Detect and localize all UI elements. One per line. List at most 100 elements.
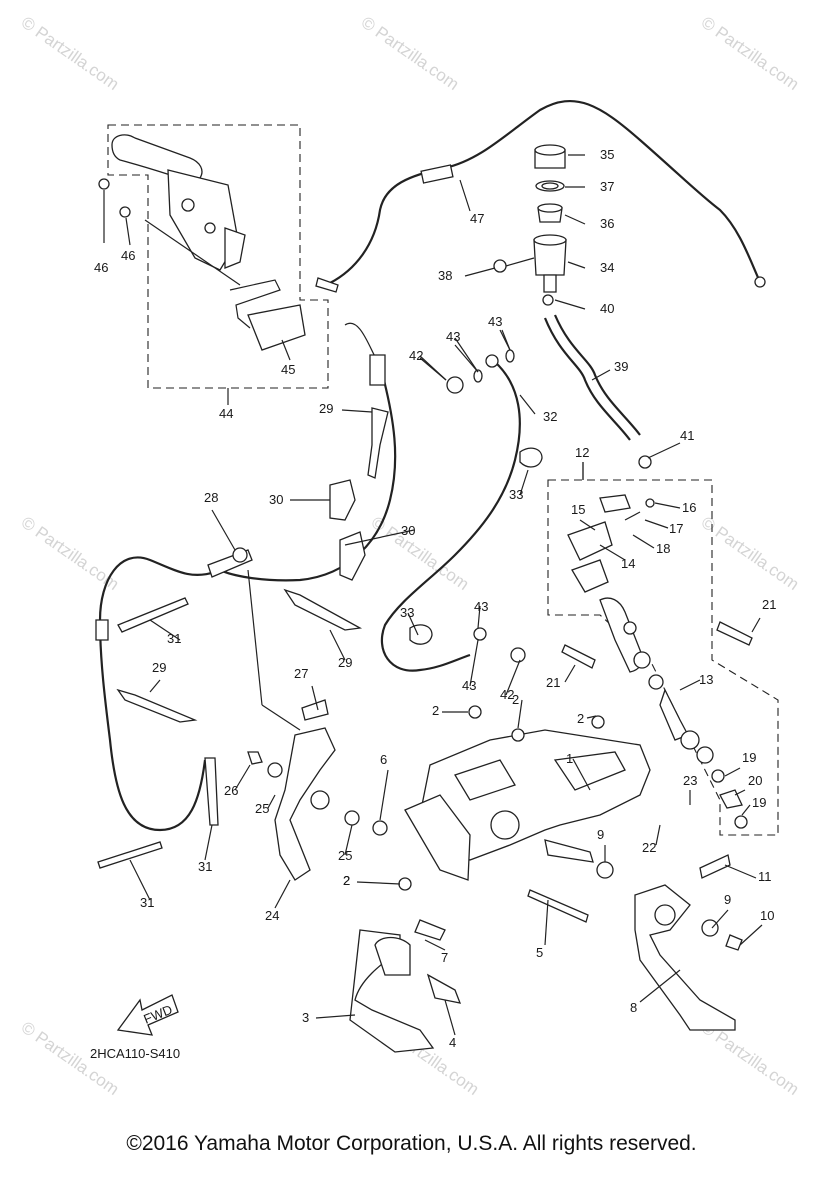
callout-14: 14	[621, 556, 635, 571]
brake-hose-32	[380, 349, 543, 672]
leader-line	[724, 767, 741, 777]
parking-brake-lever	[98, 134, 306, 351]
leader-line	[505, 659, 521, 696]
assembly-44-frame	[107, 124, 329, 405]
callout-2: 2	[512, 692, 519, 707]
callout-9: 9	[724, 892, 731, 907]
leader-line	[379, 769, 389, 821]
cable-clamp-30	[329, 479, 366, 581]
callout-15: 15	[571, 502, 585, 517]
callout-21: 21	[762, 597, 776, 612]
reservoir-hose-39	[543, 314, 652, 469]
callout-43: 43	[462, 678, 476, 693]
callout-2: 2	[577, 711, 584, 726]
leader-line	[654, 502, 681, 509]
leader-line	[739, 924, 763, 946]
leader-line	[572, 758, 591, 791]
leader-line	[329, 629, 346, 661]
callout-47: 47	[470, 211, 484, 226]
callout-42: 42	[409, 348, 423, 363]
leader-line	[469, 639, 479, 687]
callout-22: 22	[642, 840, 656, 855]
leader-line	[586, 715, 597, 719]
callout-37: 37	[600, 179, 614, 194]
callout-30: 30	[401, 523, 415, 538]
brake-pedal-3	[349, 919, 462, 1053]
leader-line	[267, 794, 276, 809]
callout-39: 39	[614, 359, 628, 374]
callout-43: 43	[474, 599, 488, 614]
leader-line	[519, 394, 536, 415]
callout-36: 36	[600, 216, 614, 231]
callout-42: 42	[500, 687, 514, 702]
leader-line	[477, 605, 481, 629]
callout-19: 19	[742, 750, 756, 765]
callout-28: 28	[204, 490, 218, 505]
callout-29: 29	[152, 660, 166, 675]
callout-19: 19	[752, 795, 766, 810]
leader-line	[356, 881, 401, 885]
leader-line	[149, 679, 161, 693]
callout-43: 43	[488, 314, 502, 329]
leader-line	[632, 534, 655, 549]
copyright-notice: ©2016 Yamaha Motor Corporation, U.S.A. A…	[126, 1132, 697, 1155]
callout-2: 2	[432, 703, 439, 718]
callout-31: 31	[167, 631, 181, 646]
cable-ties	[97, 407, 389, 869]
leader-line	[517, 699, 523, 729]
leader-line	[444, 999, 456, 1036]
leader-line	[234, 764, 251, 791]
leader-line	[751, 617, 761, 633]
brake-cable-28	[95, 322, 397, 832]
leader-line	[644, 519, 669, 529]
callout-21: 21	[546, 675, 560, 690]
callout-46: 46	[94, 260, 108, 275]
callout-44: 44	[219, 406, 233, 421]
leader-line	[311, 685, 319, 711]
callout-30: 30	[269, 492, 283, 507]
callout-12: 12	[575, 445, 589, 460]
callout-2: 2	[343, 873, 350, 888]
fwd-arrow: FWD	[116, 994, 179, 1036]
callout-8: 8	[630, 1000, 637, 1015]
watermark: © Partzilla.com	[18, 13, 123, 94]
callout-40: 40	[600, 301, 614, 316]
fwd-label: FWD	[141, 1002, 174, 1027]
callout-17: 17	[669, 521, 683, 536]
callout-4: 4	[449, 1035, 456, 1050]
watermark: © Partzilla.com	[698, 513, 803, 594]
callout-27: 27	[294, 666, 308, 681]
callout-26: 26	[224, 783, 238, 798]
callout-7: 7	[441, 950, 448, 965]
callout-46: 46	[121, 248, 135, 263]
callout-5: 5	[536, 945, 543, 960]
callout-18: 18	[656, 541, 670, 556]
leader-line	[211, 509, 236, 551]
leader-line	[344, 529, 415, 546]
callout-24: 24	[265, 908, 279, 923]
leader-line	[341, 409, 373, 413]
callout-13: 13	[699, 672, 713, 687]
callout-6: 6	[380, 752, 387, 767]
callout-38: 38	[438, 268, 452, 283]
callout-20: 20	[748, 773, 762, 788]
brake-pedal-8	[634, 854, 743, 1031]
callout-33: 33	[509, 487, 523, 502]
callout-1: 1	[566, 751, 573, 766]
callout-25: 25	[338, 848, 352, 863]
callout-43: 43	[446, 329, 460, 344]
callout-31: 31	[140, 895, 154, 910]
leader-line	[519, 469, 529, 496]
callout-3: 3	[302, 1010, 309, 1025]
leader-line	[741, 804, 751, 816]
master-cylinder	[561, 494, 753, 829]
pedal-bracket-1	[372, 705, 651, 923]
callout-10: 10	[760, 908, 774, 923]
callout-23: 23	[683, 773, 697, 788]
watermark: © Partzilla.com	[698, 13, 803, 94]
leader-line	[564, 664, 576, 683]
leader-line	[454, 337, 479, 373]
callout-29: 29	[319, 401, 333, 416]
